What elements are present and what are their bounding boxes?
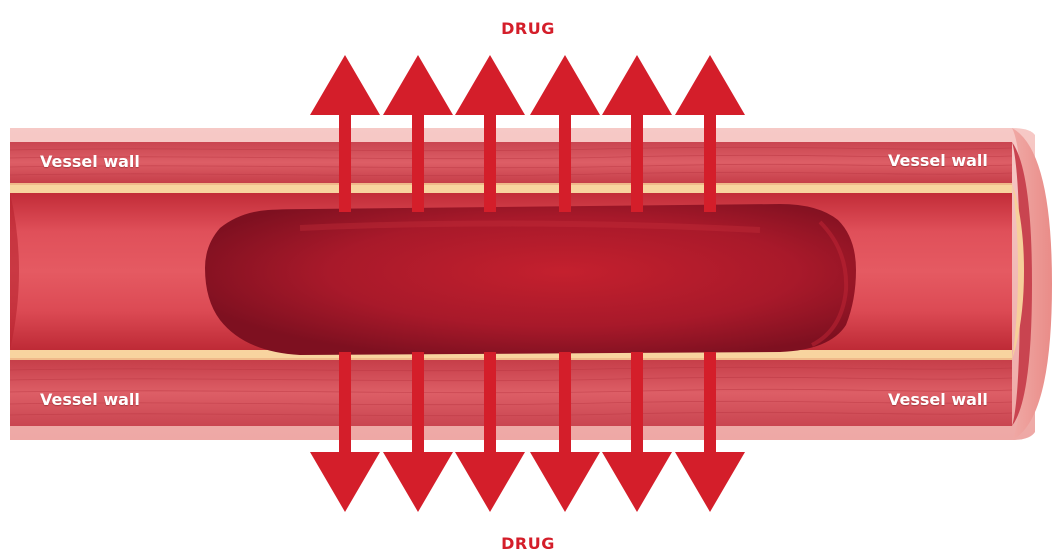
drug-arrow-up-4-head	[530, 55, 600, 115]
bottom-vessel-wall	[10, 360, 1012, 426]
drug-arrow-up-1-shaft	[339, 115, 351, 212]
drug-arrow-up-3-head	[455, 55, 525, 115]
vessel-wall-label-bottom-left: Vessel wall	[40, 390, 140, 409]
drug-label-top: DRUG	[428, 19, 628, 38]
drug-arrow-down-2-shaft	[412, 352, 424, 452]
drug-arrow-up-6-head	[675, 55, 745, 115]
drug-arrow-down-1-head	[310, 452, 380, 512]
drug-arrow-down-1-shaft	[339, 352, 351, 452]
vessel-wall-label-top-right: Vessel wall	[888, 151, 988, 170]
drug-arrow-down-6-head	[675, 452, 745, 512]
drug-arrow-down-2-head	[383, 452, 453, 512]
drug-arrow-down-4-shaft	[559, 352, 571, 452]
drug-arrow-up-2-shaft	[412, 115, 424, 212]
drug-arrow-down-4-head	[530, 452, 600, 512]
drug-arrow-down-3-shaft	[484, 352, 496, 452]
drug-arrow-up-5-shaft	[631, 115, 643, 212]
drug-arrow-up-5-head	[602, 55, 672, 115]
drug-arrow-down-5-head	[602, 452, 672, 512]
drug-arrow-down-6-shaft	[704, 352, 716, 452]
drug-arrow-up-1-head	[310, 55, 380, 115]
vessel-wall-label-bottom-right: Vessel wall	[888, 390, 988, 409]
drug-arrow-up-3-shaft	[484, 115, 496, 212]
drug-arrow-down-3-head	[455, 452, 525, 512]
drug-arrow-up-4-shaft	[559, 115, 571, 212]
drug-label-bottom: DRUG	[428, 534, 628, 553]
drug-arrow-up-6-shaft	[704, 115, 716, 212]
drug-arrow-up-2-head	[383, 55, 453, 115]
drug-arrow-down-5-shaft	[631, 352, 643, 452]
vessel-wall-label-top-left: Vessel wall	[40, 152, 140, 171]
